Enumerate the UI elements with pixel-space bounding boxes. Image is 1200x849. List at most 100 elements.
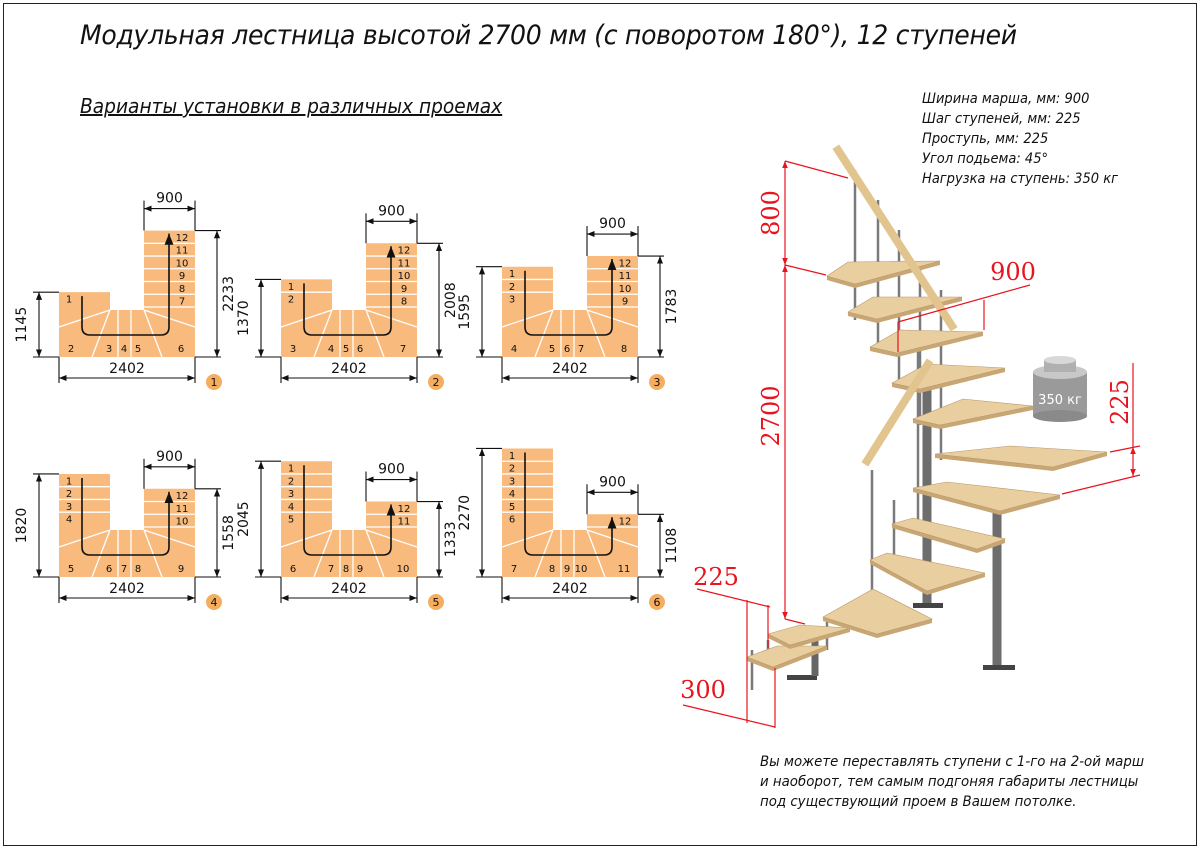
handrail-lower	[861, 358, 934, 467]
step-number: 5	[343, 344, 349, 355]
tread-edge	[823, 617, 932, 638]
dimension-left-height: 1595	[457, 294, 473, 330]
step-number: 9	[178, 564, 184, 575]
step-number: 5	[509, 502, 515, 513]
variant-badge	[649, 374, 665, 390]
step-number: 4	[509, 489, 515, 500]
step-number: 9	[622, 297, 628, 308]
tread	[934, 445, 1108, 468]
step-number: 8	[549, 564, 555, 575]
step-number: 12	[176, 491, 189, 502]
dimension-total-width: 2402	[331, 581, 367, 597]
stair-plan-shape	[281, 243, 417, 357]
step-number: 3	[288, 489, 294, 500]
step-divider	[91, 529, 111, 578]
step-number: 6	[564, 344, 570, 355]
step-number: 7	[511, 564, 517, 575]
variant-badge-number: 5	[433, 596, 440, 609]
step-number: 4	[121, 344, 127, 355]
dimension-225-right-label: 225	[1106, 379, 1134, 425]
step-divider	[313, 529, 333, 578]
specs-list: Ширина марша, мм: 900 Шаг ступеней, мм: …	[922, 89, 1118, 189]
note-line: под существующий проем в Вашем потолке.	[760, 794, 1077, 810]
step-number: 3	[66, 502, 72, 513]
step-number: 1	[288, 282, 294, 293]
dimension-march-width: 900	[378, 203, 405, 219]
step-number: 12	[398, 246, 411, 257]
step-number: 4	[66, 515, 72, 526]
step-number: 6	[357, 344, 363, 355]
walk-line-arrow	[524, 259, 617, 336]
floor-plate	[787, 675, 817, 680]
step-number: 6	[106, 564, 112, 575]
step-number: 1	[509, 451, 515, 462]
step-number: 3	[106, 344, 112, 355]
step-number: 5	[549, 344, 555, 355]
step-number: 7	[400, 344, 406, 355]
step-number: 10	[176, 517, 189, 528]
step-number: 10	[619, 284, 632, 295]
step-number: 8	[343, 564, 349, 575]
spec-rise-angle: Угол подьема: 45°	[922, 151, 1049, 167]
step-number: 4	[288, 502, 294, 513]
variant-badge	[206, 594, 222, 610]
step-divider	[91, 309, 111, 358]
variant-badge	[428, 594, 444, 610]
step-number: 10	[575, 564, 588, 575]
dimension-right-height: 2008	[443, 282, 459, 318]
step-divider	[143, 529, 163, 578]
step-number: 11	[398, 517, 411, 528]
step-number: 10	[397, 564, 410, 575]
variant-badge-number: 2	[433, 376, 440, 389]
spec-tread-depth: Проступь, мм: 225	[922, 131, 1049, 147]
dimension-900-label: 900	[990, 258, 1036, 286]
dimension-right-height: 1558	[221, 515, 237, 551]
dimension-225-bottom-line	[696, 588, 771, 608]
step-number: 11	[619, 271, 632, 282]
step-number: 8	[621, 344, 627, 355]
weight-label: 350 кг	[1038, 393, 1082, 408]
step-number: 1	[66, 476, 72, 487]
step-number: 9	[401, 284, 407, 295]
dimension-total-width: 2402	[109, 581, 145, 597]
dimension-800-label: 800	[757, 190, 785, 236]
tread-edge	[935, 452, 1107, 471]
tread	[890, 517, 1007, 550]
dimension-225-bottom-label: 225	[693, 563, 739, 591]
dimension-left-height: 2270	[457, 495, 473, 531]
variant-badge-number: 3	[654, 376, 661, 389]
red-extension-line	[1109, 445, 1141, 453]
step-divider	[586, 529, 606, 578]
red-extension-line	[784, 618, 806, 625]
step-number: 12	[619, 258, 632, 269]
floor-plate	[983, 665, 1015, 670]
floor-plate	[913, 603, 943, 608]
step-number: 6	[290, 564, 296, 575]
dimension-march-width: 900	[156, 191, 183, 207]
dimension-total-width: 2402	[552, 361, 588, 377]
variant-badge	[649, 594, 665, 610]
spec-march-width: Ширина марша, мм: 900	[922, 91, 1090, 107]
step-divider	[534, 309, 554, 358]
walk-line-arrow	[303, 465, 396, 556]
step-number: 12	[398, 504, 411, 515]
walk-line-arrow	[81, 477, 174, 556]
section-subtitle: Варианты установки в различных проемах	[80, 94, 503, 118]
step-number: 7	[179, 297, 185, 308]
step-number: 4	[328, 344, 334, 355]
step-divider	[534, 529, 554, 578]
dimension-march-width: 900	[378, 462, 405, 478]
dimension-right-height: 1783	[664, 289, 680, 325]
walk-line-arrow	[81, 233, 174, 336]
step-number: 3	[509, 476, 515, 487]
weight-handle-top	[1044, 356, 1076, 364]
step-divider	[313, 309, 333, 358]
step-number: 6	[509, 515, 515, 526]
variant-badge	[206, 374, 222, 390]
step-number: 9	[357, 564, 363, 575]
step-number: 11	[398, 258, 411, 269]
